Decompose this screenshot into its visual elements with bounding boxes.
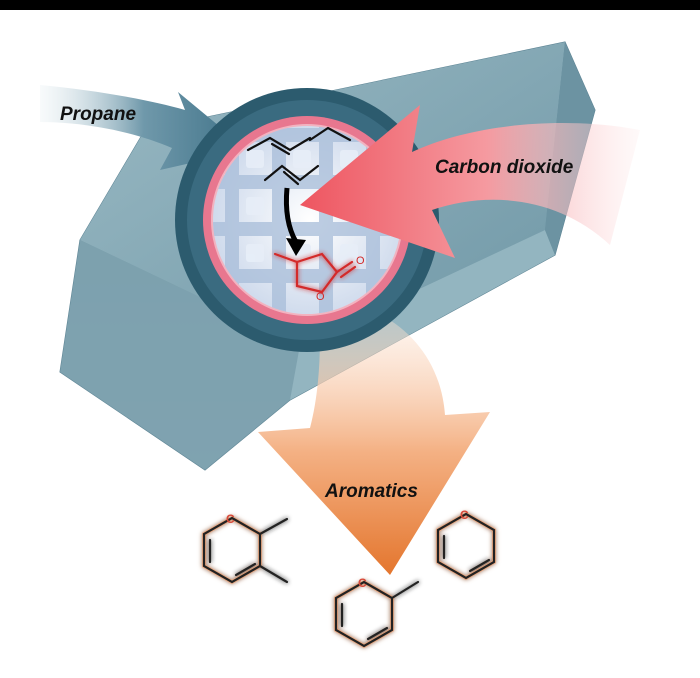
reaction-arrow	[283, 187, 299, 244]
carbon-dioxide-arrow	[300, 105, 640, 258]
propene-molecule	[246, 126, 352, 186]
xylene-molecule: C	[202, 512, 289, 585]
benzene-carbon-label: C	[460, 508, 469, 522]
carbon-dioxide-label: Carbon dioxide	[435, 157, 574, 178]
benzene-molecule: C	[436, 508, 496, 581]
atom-oxygen-carbonyl: O	[356, 255, 365, 267]
aromatics-label: Aromatics	[325, 481, 418, 502]
propane-label: Propane	[60, 104, 137, 125]
atom-oxygen-ring: O	[316, 291, 325, 303]
top-border	[0, 0, 700, 10]
lactone-molecule	[273, 252, 357, 294]
aromatics-arrow	[258, 300, 490, 575]
toluene-molecule: C	[334, 576, 420, 649]
toluene-carbon-label: C	[358, 576, 367, 590]
xylene-carbon-label: C	[226, 512, 235, 526]
